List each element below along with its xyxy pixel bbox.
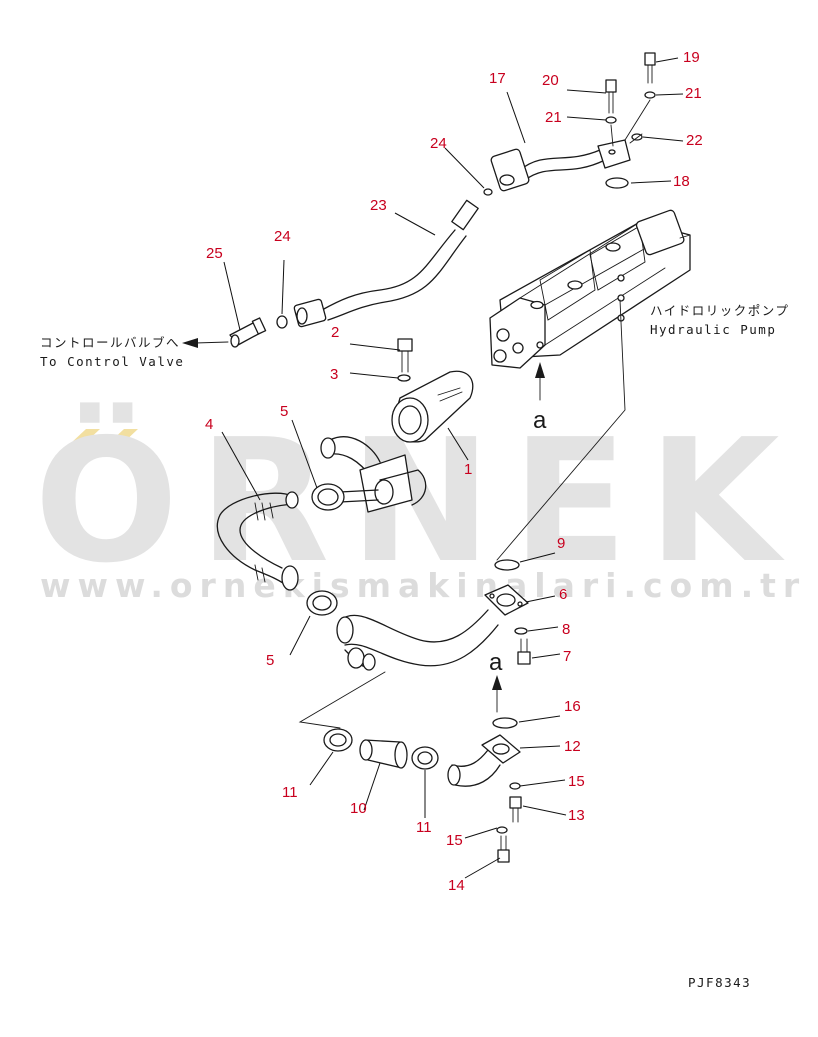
callout-7: 7: [563, 648, 571, 665]
callout-3: 3: [330, 366, 338, 383]
clamp-5-lower: [306, 590, 338, 616]
connector-25: [229, 317, 267, 348]
watermark-url: www.ornekismakinalari.com.tr: [40, 566, 806, 605]
suction-tube: [336, 609, 499, 671]
watermark-accent-left: [70, 429, 100, 444]
callout-21-right: 21: [685, 85, 702, 102]
callout-17: 17: [489, 70, 506, 87]
callout-4: 4: [205, 416, 213, 433]
callout-2: 2: [331, 324, 339, 341]
suction-elbow-upper: [320, 436, 427, 513]
assembly-reference-line: [298, 671, 386, 729]
hose-10: [359, 739, 408, 769]
control-valve-label-en: To Control Valve: [40, 354, 184, 369]
callout-numbers: 17 20 21 19 21 22 18 24 23 24 25 2 3 1 4…: [205, 49, 703, 894]
bolt-14: [497, 835, 510, 863]
view-letter-upper: a: [533, 407, 547, 434]
leader-lines: [221, 57, 684, 879]
callout-15-lower: 15: [446, 832, 463, 849]
pump-label-en: Hydraulic Pump: [650, 322, 776, 337]
bolt-7: [517, 638, 531, 665]
clamp-5-upper: [311, 483, 345, 511]
callout-18: 18: [673, 173, 690, 190]
callout-13: 13: [568, 807, 585, 824]
callout-1: 1: [464, 461, 472, 478]
o-ring-lower: [276, 315, 288, 329]
washer-15-upper: [509, 782, 521, 790]
callout-6: 6: [559, 586, 567, 603]
washer-3: [397, 374, 411, 382]
callout-23: 23: [370, 197, 387, 214]
callout-24-lower: 24: [274, 228, 291, 245]
o-ring-upper: [483, 188, 493, 196]
drawing-code: PJF8343: [688, 975, 751, 990]
callout-10: 10: [350, 800, 367, 817]
o-ring-9: [494, 559, 520, 571]
callout-24-upper: 24: [430, 135, 447, 152]
callout-15-upper: 15: [568, 773, 585, 790]
hydraulic-pump: [489, 209, 691, 369]
pump-label-jp: ハイドロリックポンプ: [650, 303, 789, 318]
callout-9: 9: [557, 535, 565, 552]
reference-line: [496, 299, 626, 561]
clamp-11-right: [411, 746, 439, 770]
callout-5-upper: 5: [280, 403, 288, 420]
washer-15-lower: [496, 826, 508, 834]
elbow-12: [447, 734, 521, 787]
callout-14: 14: [448, 877, 465, 894]
callout-11-left: 11: [282, 784, 298, 801]
control-valve-arrow: [182, 338, 229, 348]
callout-8: 8: [562, 621, 570, 638]
watermark-accent-right: [108, 429, 138, 444]
o-ring-16: [492, 717, 518, 729]
view-letter-lower: a: [489, 649, 503, 676]
control-valve-label-jp: コントロールバルブへ: [40, 335, 180, 350]
pump-outlet-pipe: [490, 52, 656, 192]
callout-25: 25: [206, 245, 223, 262]
bolt-13: [509, 796, 522, 823]
callout-12: 12: [564, 738, 581, 755]
callout-22: 22: [686, 132, 703, 149]
callout-21-left: 21: [545, 109, 562, 126]
callout-16: 16: [564, 698, 581, 715]
hose-23: [293, 199, 479, 328]
callout-20: 20: [542, 72, 559, 89]
clamp-11-left: [323, 728, 353, 752]
filter-1: [391, 370, 474, 443]
callout-11-right: 11: [416, 819, 432, 836]
bolt-2: [397, 338, 413, 373]
view-arrow-upper: [535, 362, 545, 401]
callout-19: 19: [683, 49, 700, 66]
callout-5-lower: 5: [266, 652, 274, 669]
flange-6: [484, 584, 529, 616]
view-arrow-lower: [492, 675, 502, 713]
washer-8: [514, 627, 528, 635]
